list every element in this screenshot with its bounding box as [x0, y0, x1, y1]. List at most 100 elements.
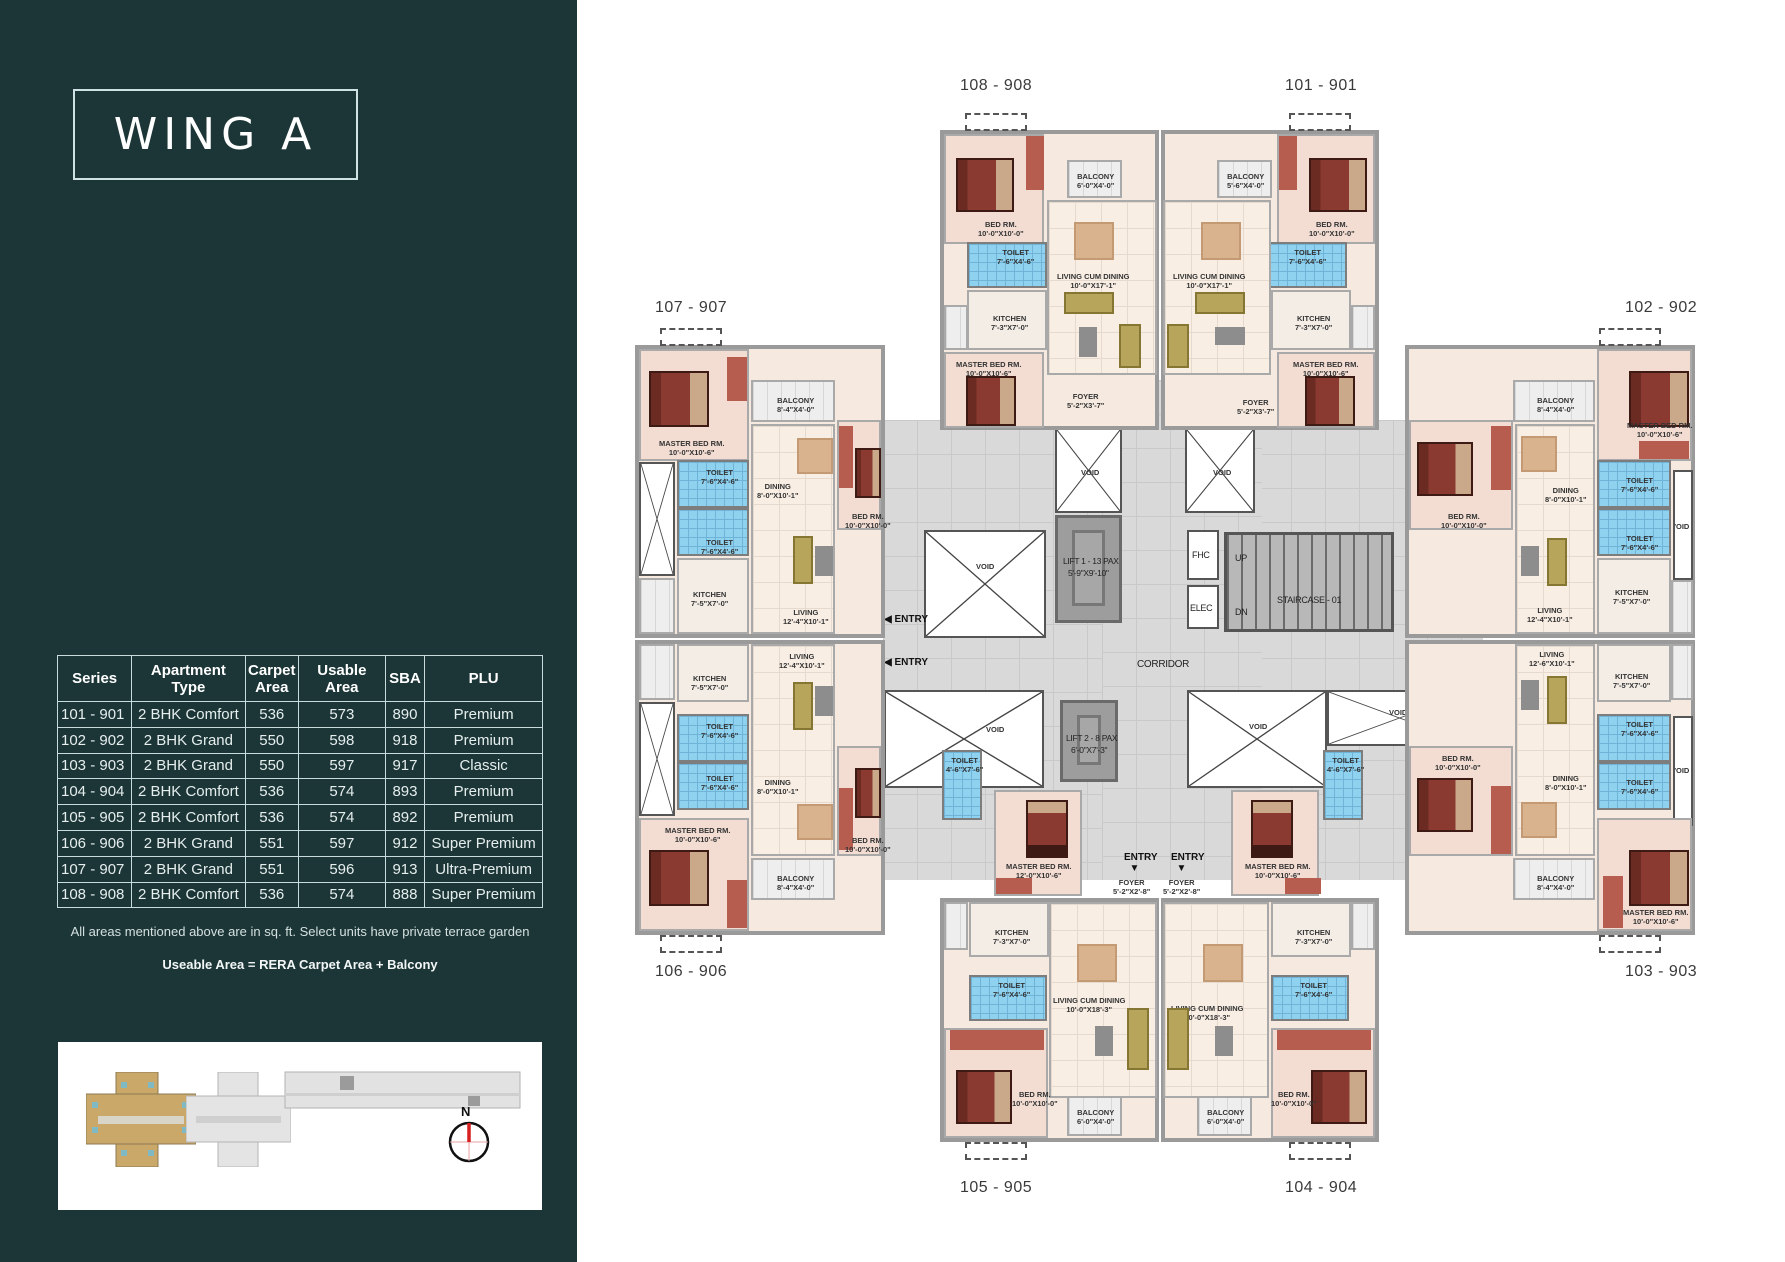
key-plan-wing-b: [186, 1072, 291, 1167]
room-107-side-balcony: [639, 578, 675, 634]
void-106-shaft: [639, 702, 675, 816]
void-core-top-right: VOID: [1185, 428, 1255, 513]
void-right-lower: VOID: [1187, 690, 1327, 788]
wing-title-box: WING A: [73, 89, 358, 180]
room-108-bed: BED RM.10'-0"X10'-0": [944, 134, 1044, 244]
projection-106: [660, 935, 722, 953]
col-plu: PLU: [424, 655, 543, 702]
north-compass: N: [447, 1104, 491, 1169]
room-106-side-balcony: [639, 644, 675, 700]
room-102-master: MASTER BED RM.10'-0"X10'-6": [1597, 349, 1692, 461]
unit-label-105-905: 105 - 905: [960, 1179, 1033, 1196]
key-plan-long-block: [284, 1071, 521, 1109]
room-103-bed: BED RM.10'-0"X10'-0": [1409, 746, 1513, 856]
room-107-master: MASTER BED RM.10'-0"X10'-6": [639, 349, 749, 461]
room-108-master: MASTER BED RM.10'-0"X10'-6": [944, 352, 1044, 428]
elec-shaft: ELEC: [1187, 585, 1219, 629]
projection-102: [1599, 328, 1661, 346]
label-106-bed: BED RM.10'-0"X10'-0": [845, 836, 891, 854]
unit-label-106-906: 106 - 906: [655, 963, 728, 980]
room-105-bed: BED RM.10'-0"X10'-0": [944, 1028, 1058, 1138]
unit-label-108-908: 108 - 908: [960, 77, 1033, 94]
room-101-side-balcony: [1351, 305, 1375, 350]
compass-icon: [448, 1121, 490, 1163]
projection-107: [660, 328, 722, 346]
wing-title: WING A: [113, 109, 318, 160]
room-102-bed: BED RM.10'-0"X10'-0": [1409, 420, 1513, 530]
entry-105: ENTRY ▼: [1124, 852, 1158, 874]
room-105-master: MASTER BED RM.12'-0"X10'-6": [994, 790, 1082, 896]
entry-106: ◀ ENTRY: [884, 657, 928, 668]
room-106-bed: [837, 746, 881, 856]
unit-label-107-907: 107 - 907: [655, 299, 728, 316]
room-107-bed: [837, 420, 881, 530]
room-104-master: MASTER BED RM.10'-0"X10'-6": [1231, 790, 1321, 896]
room-103-master: MASTER BED RM.10'-0"X10'-6": [1597, 818, 1692, 931]
room-101-bed: BED RM.10'-0"X10'-0": [1277, 134, 1375, 244]
room-104-bed: BED RM.10'-0"X10'-0": [1271, 1028, 1375, 1138]
fhc-shaft: FHC: [1187, 530, 1219, 580]
floor-plan: 108 - 908 101 - 901 107 - 907 102 - 902 …: [577, 0, 1785, 1262]
void-102-side: VOID: [1673, 470, 1693, 580]
void-left-upper: VOID: [924, 530, 1046, 638]
usable-area-formula: Useable Area = RERA Carpet Area + Balcon…: [162, 957, 438, 972]
void-107-shaft: [639, 462, 675, 576]
col-sba: SBA: [384, 655, 426, 702]
areas-note: All areas mentioned above are in sq. ft.…: [70, 924, 530, 939]
unit-label-101-901: 101 - 901: [1285, 77, 1358, 94]
projection-105: [965, 1142, 1027, 1160]
room-102-side-balcony: [1671, 580, 1693, 634]
unit-label-102-902: 102 - 902: [1625, 299, 1698, 316]
room-108-side-balcony: [944, 305, 968, 350]
projection-104: [1289, 1142, 1351, 1160]
projection-103: [1599, 935, 1661, 953]
projection-108: [965, 113, 1027, 131]
entry-104: ENTRY ▼: [1171, 852, 1205, 874]
key-plan-wing-a-highlight: [86, 1072, 196, 1167]
void-103-side: VOID: [1673, 716, 1693, 826]
room-104-side-balcony: [1351, 902, 1375, 950]
unit-label-103-903: 103 - 903: [1625, 963, 1698, 980]
